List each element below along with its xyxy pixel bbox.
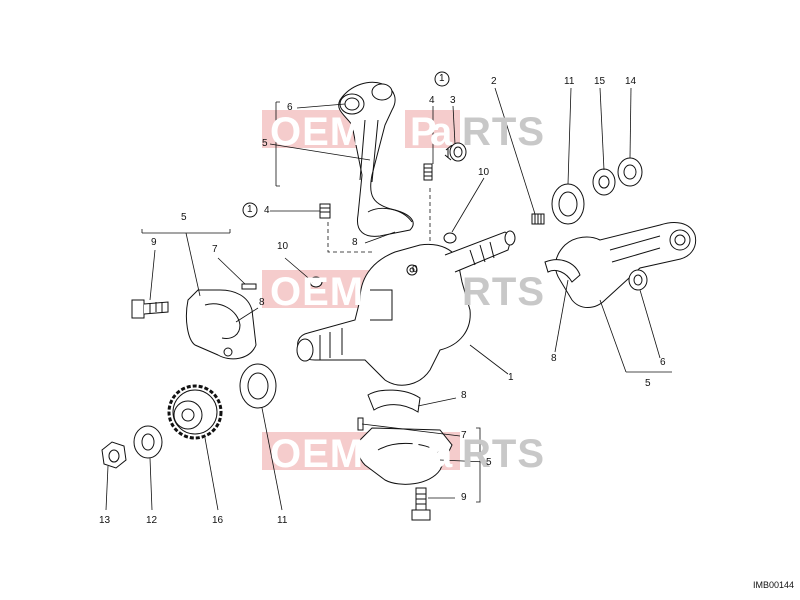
callout-1-crankshaft: 1 [508,372,514,383]
callout-11-upper: 11 [564,76,575,87]
callout-2: 2 [491,76,497,87]
watermark-a-1: a [430,110,454,154]
washer-12 [133,425,163,459]
callout-circled-1-left: 1 [247,204,253,215]
callout-8-lower: 8 [461,390,467,401]
callout-5-lower: 5 [486,457,492,468]
nut-13 [101,441,127,469]
watermark-oem-3: OEM [270,432,365,476]
connecting-rod-right [554,222,697,308]
callout-15: 15 [594,76,606,87]
callout-5-upper: 5 [262,138,268,149]
callout-9-lower: 9 [461,492,467,503]
callout-11-lower: 11 [277,515,288,526]
callout-0: 0 [412,264,418,275]
watermark-a-2: a [430,270,454,314]
callout-8-upper: 8 [352,237,358,248]
crankshaft [296,230,516,386]
bolt-9-lower [411,487,431,521]
callout-12: 12 [146,515,158,526]
callout-14: 14 [625,76,637,87]
callout-7-lower: 7 [461,430,467,441]
callout-7-left: 7 [212,244,218,255]
drawing-code: IMB00144 [752,580,794,590]
connecting-rod-upper [338,81,414,237]
callout-circled-1-upper: 1 [439,73,445,84]
cap-14 [617,157,643,187]
callout-13: 13 [99,515,111,526]
washer-15 [592,168,616,196]
watermark-a-3: a [430,432,454,476]
gear-16 [167,384,223,440]
bushing-3 [444,142,467,162]
bolt-4-upper [423,163,433,181]
circled-marks [242,71,450,218]
bearing-shell-8-right [544,259,581,283]
watermark-rts-1: RTS [462,110,545,154]
callout-4-left: 4 [264,205,270,216]
callout-8-right: 8 [551,353,557,364]
watermark-p-3: P [410,432,438,476]
bolt-9-left [131,299,169,319]
watermark-rts-3: RTS [462,432,545,476]
watermark-p-2: P [410,270,438,314]
watermark-oem-1: OEM [270,110,365,154]
callout-3: 3 [450,95,456,106]
callout-5-left: 5 [181,212,187,223]
callout-9-left: 9 [151,237,157,248]
callout-8-left: 8 [259,297,265,308]
callout-10-left: 10 [277,241,289,252]
callout-10-upper: 10 [478,167,490,178]
bearing-shell-8-lower [367,389,421,413]
rod-cap-left [185,289,257,360]
watermark-rts-2: RTS [462,270,545,314]
callout-5-right: 5 [645,378,651,389]
callout-4-upper: 4 [429,95,435,106]
thrust-washer-11-left [239,363,277,409]
pin-7-left [241,283,257,290]
callout-6-upper: 6 [287,102,293,113]
plug-2 [531,213,545,225]
callout-6-right: 6 [660,357,666,368]
bolt-4-left [319,203,331,219]
dowel-10-right [443,232,457,244]
watermark-oem-2: OEM [270,270,365,314]
leader-lines [105,87,672,511]
watermark-p-1: P [410,110,438,154]
thrust-washer-11-right [551,183,585,225]
bushing-6-right [628,269,648,291]
dowel-10-left [309,276,323,288]
callout-16: 16 [212,515,224,526]
